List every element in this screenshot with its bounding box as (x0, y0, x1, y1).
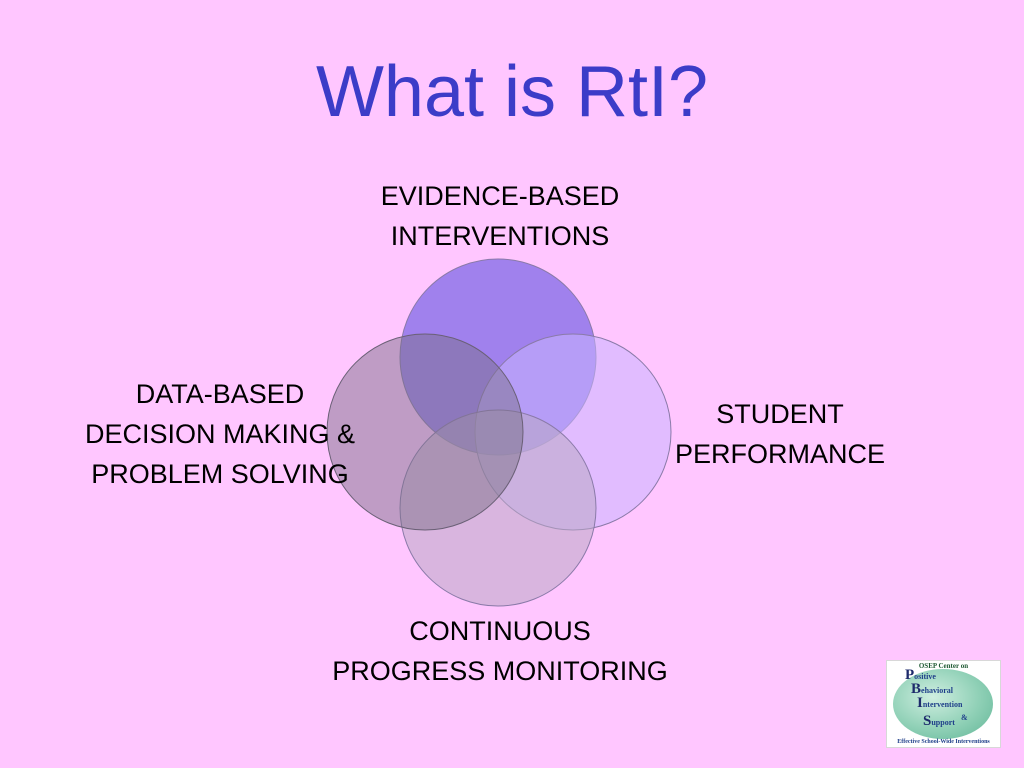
pbis-logo: OSEP Center on Positive Behavioral Inter… (886, 660, 1001, 748)
logo-footer: Effective School-Wide Interventions (897, 739, 990, 745)
label-evidence-based-interventions: EVIDENCE-BASED INTERVENTIONS (300, 176, 700, 256)
label-line: PERFORMANCE (674, 439, 885, 469)
label-line: PROGRESS MONITORING (332, 656, 668, 686)
slide-title: What is RtI? (315, 52, 709, 132)
logo-word-behavioral: Behavioral (911, 681, 954, 697)
logo-word-positive: Positive (905, 667, 936, 683)
logo-word-support: Support (923, 713, 955, 729)
logo-ampersand: & (961, 713, 968, 722)
logo-oval (893, 669, 993, 739)
logo-header: OSEP Center on (918, 662, 969, 670)
label-line: INTERVENTIONS (390, 221, 610, 251)
circle-data-based-decision-making (326, 333, 524, 531)
label-line: DECISION MAKING & (84, 419, 356, 449)
label-student-performance: STUDENT PERFORMANCE (630, 394, 930, 474)
label-line: EVIDENCE-BASED (380, 181, 620, 211)
label-data-based-decision-making: DATA-BASED DECISION MAKING & PROBLEM SOL… (20, 374, 420, 494)
label-line: DATA-BASED (135, 379, 305, 409)
label-continuous-progress-monitoring: CONTINUOUS PROGRESS MONITORING (250, 611, 750, 691)
label-line: CONTINUOUS (409, 616, 591, 646)
logo-word-intervention: Intervention (917, 695, 963, 711)
circle-continuous-progress-monitoring (399, 409, 597, 607)
label-line: STUDENT (716, 399, 844, 429)
label-line: PROBLEM SOLVING (91, 459, 349, 489)
